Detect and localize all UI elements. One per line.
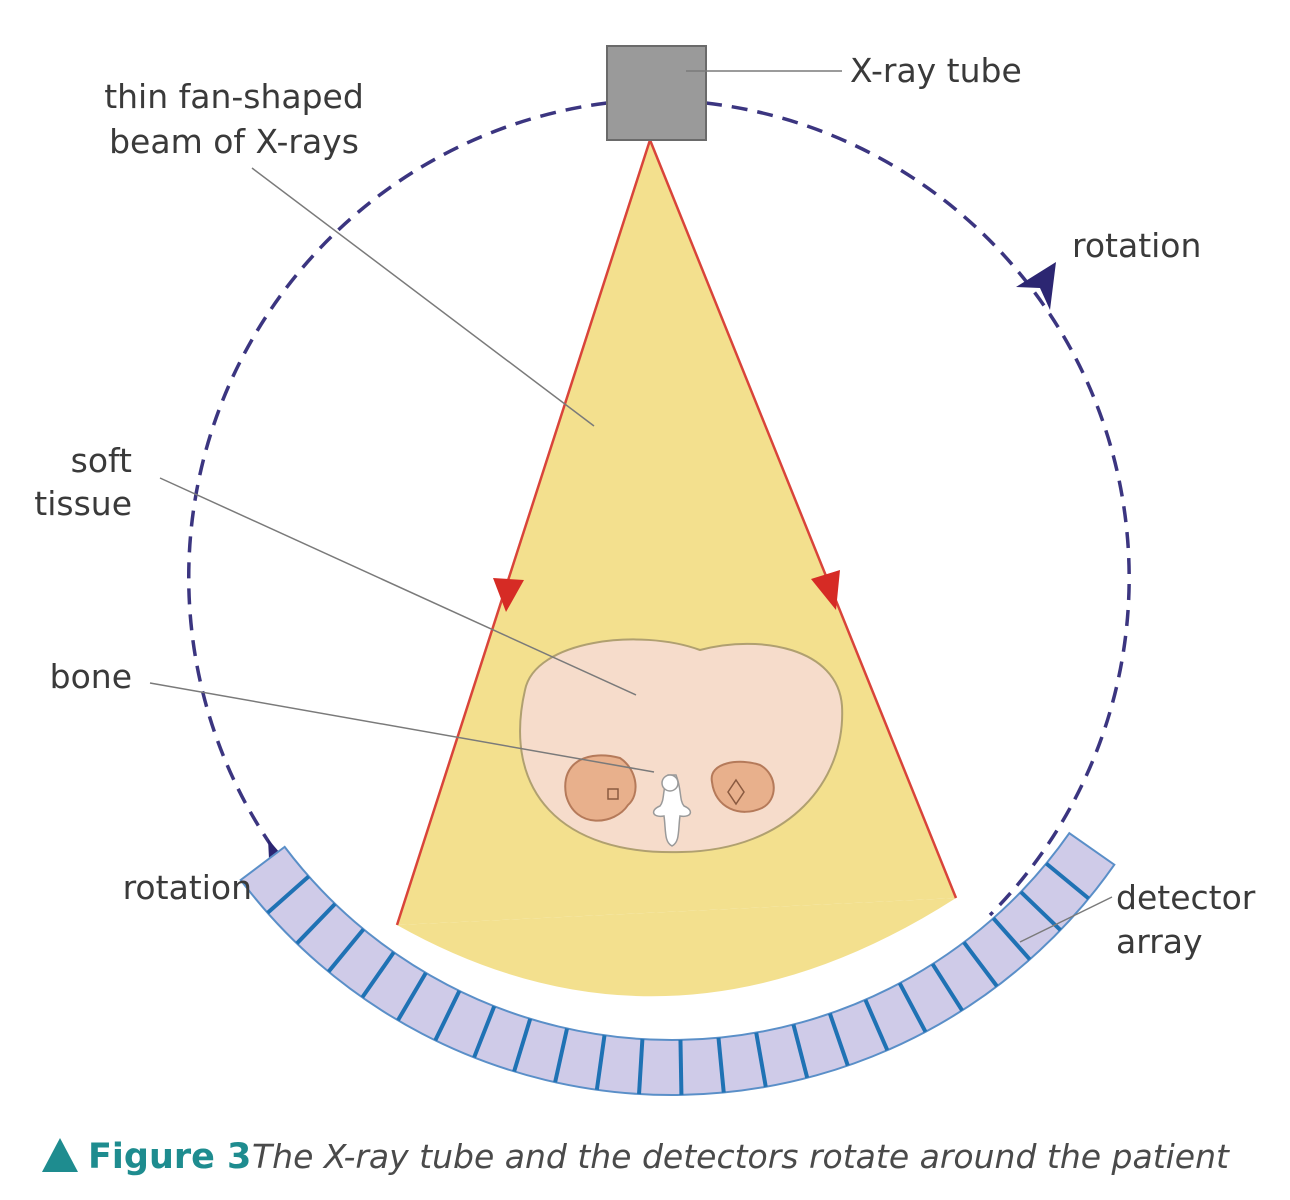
spinal-canal: [661, 774, 679, 792]
detector-element-divider: [1044, 861, 1090, 901]
caption-triangle-icon: [42, 1138, 78, 1172]
detector-element-divider: [991, 916, 1032, 961]
organ-right: [710, 760, 775, 813]
label-xray-tube: X-ray tube: [850, 51, 1022, 90]
leader-detector: [1019, 896, 1113, 943]
rotation-arrow-right-icon: [1016, 262, 1056, 310]
caption-text: The X-ray tube and the detectors rotate …: [252, 1137, 1230, 1176]
detector-element-divider: [396, 971, 428, 1022]
organ-right-marker: [727, 778, 745, 806]
label-beam-line1: thin fan-shaped: [104, 77, 364, 116]
detector-array-band: [239, 831, 1116, 1096]
xray-tube: [606, 45, 707, 141]
detector-element-divider: [754, 1032, 768, 1088]
label-soft-tissue-line2: tissue: [34, 484, 132, 523]
caption-figure-number: Figure 3: [88, 1137, 251, 1177]
label-bone: bone: [50, 657, 132, 696]
detector-element-divider: [791, 1024, 810, 1079]
detector-element-divider: [433, 990, 462, 1042]
label-soft-tissue-line1: soft: [71, 441, 132, 480]
detector-element-divider: [828, 1012, 850, 1067]
beam-arrow-left-icon: [493, 578, 524, 612]
beam-arrow-right-icon: [811, 570, 840, 610]
detector-element-divider: [1019, 890, 1062, 932]
label-rotation-left: rotation: [123, 868, 252, 907]
label-detector-line1: detector: [1116, 878, 1256, 917]
detector-element-divider: [594, 1035, 607, 1091]
detector-element-divider: [930, 962, 964, 1012]
label-beam-line2: beam of X-rays: [109, 122, 359, 161]
detector-element-divider: [716, 1037, 726, 1093]
beam-edge-right: [648, 139, 958, 899]
organ-left: [564, 754, 637, 822]
detector-element-divider: [553, 1028, 569, 1083]
orbit-arc-right: [705, 101, 1131, 917]
detector-array-inner-fill: [397, 898, 956, 997]
beam-edge-left: [395, 139, 652, 926]
detector-element-divider: [472, 1005, 497, 1059]
detector-element-divider: [637, 1038, 645, 1095]
organ-left-marker: [607, 788, 619, 800]
spine-bone: [652, 774, 692, 847]
detector-element-divider: [962, 941, 999, 988]
detector-array: [239, 831, 1116, 1096]
detector-element-divider: [326, 927, 366, 973]
detector-element-divider: [863, 998, 890, 1052]
detector-element-divider: [360, 951, 396, 999]
detector-element-divider: [512, 1018, 533, 1072]
detector-element-divider: [678, 1039, 684, 1095]
label-rotation-right: rotation: [1072, 226, 1201, 265]
detector-element-divider: [897, 982, 928, 1033]
detector-element-divider: [295, 902, 337, 945]
leader-bone: [149, 682, 655, 773]
leader-beam: [251, 167, 595, 427]
orbit-arc-left: [187, 101, 608, 930]
leader-soft-tissue: [159, 477, 637, 696]
label-detector-line2: array: [1116, 922, 1203, 961]
detector-element-divider: [266, 874, 311, 915]
